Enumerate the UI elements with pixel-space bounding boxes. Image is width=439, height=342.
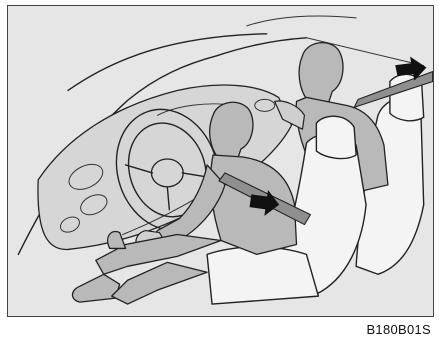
car-interior-drawing — [8, 6, 433, 316]
car-interior-illustration — [7, 5, 434, 317]
figure-code-label: B180B01S — [366, 322, 431, 337]
